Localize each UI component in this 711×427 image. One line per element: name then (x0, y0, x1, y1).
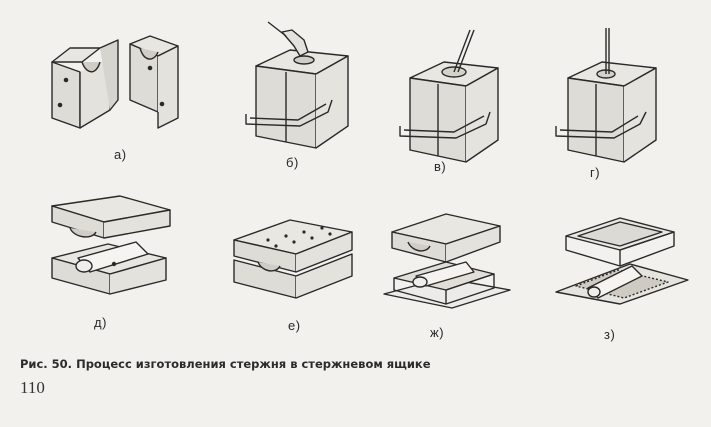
figure-caption-text: Процесс изготовления стержня в стержнево… (76, 357, 431, 371)
panel-label-c: в) (434, 159, 447, 174)
panel-label-b: б) (286, 155, 299, 170)
figure-number: Рис. 50. (20, 357, 73, 371)
panel-d-drawing (555, 28, 657, 163)
panel-label-f: е) (288, 318, 301, 333)
panel-a-drawing (51, 35, 179, 129)
panel-b-drawing (245, 21, 349, 149)
panel-h-drawing (555, 217, 689, 305)
panel-f-drawing (233, 219, 353, 299)
panel-label-a: а) (114, 147, 127, 162)
panel-g-drawing (383, 213, 511, 309)
panel-label-d: г) (590, 165, 601, 180)
page-number: 110 (20, 378, 45, 397)
panel-label-g: ж) (430, 325, 445, 340)
panel-c-drawing (399, 29, 499, 163)
panel-label-h: з) (604, 327, 616, 342)
figure-caption: Рис. 50. Процесс изготовления стержня в … (20, 357, 431, 371)
panel-label-e: д) (94, 315, 107, 330)
panel-e-drawing (51, 195, 171, 295)
